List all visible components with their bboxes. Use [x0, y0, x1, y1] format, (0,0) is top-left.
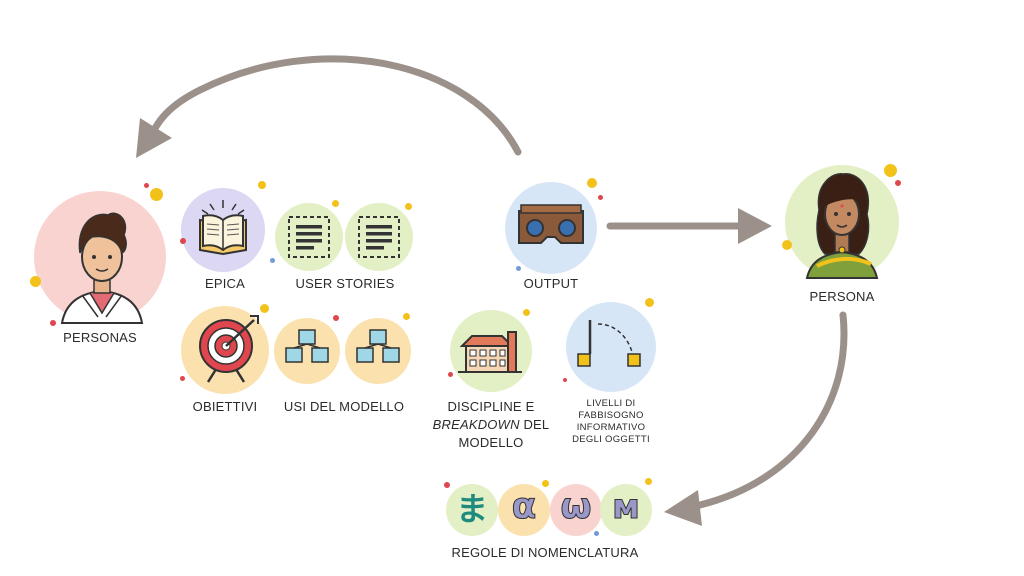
deco-dot — [645, 298, 654, 307]
cubes-icon — [285, 329, 329, 363]
discipline-label-line1: DISCIPLINE E — [447, 399, 535, 414]
livelli-label-line2: FABBISOGNO — [578, 410, 644, 421]
omega-glyph: ω — [560, 486, 592, 528]
deco-dot — [523, 309, 530, 316]
deco-dot — [587, 178, 597, 188]
regole-label: REGOLE DI NOMENCLATURA — [451, 545, 639, 560]
woman-avatar-icon — [805, 173, 879, 279]
glyph-circle-4 — [600, 484, 652, 536]
deco-dot — [645, 478, 652, 485]
deco-dot — [405, 203, 412, 210]
livelli-label-line4: DEGLI OGGETTI — [572, 434, 650, 445]
deco-dot — [594, 531, 599, 536]
user-stories-label: USER STORIES — [295, 276, 395, 291]
alpha-glyph: α — [511, 486, 537, 528]
vr-headset-icon — [518, 204, 584, 244]
livelli-label-line3: INFORMATIVO — [576, 422, 646, 433]
glyph-circle-3 — [550, 484, 602, 536]
deco-dot — [333, 315, 339, 321]
document-list-icon — [288, 216, 330, 258]
em-glyph: м — [612, 487, 641, 528]
epica-label: EPICA — [204, 276, 245, 291]
deco-dot — [884, 164, 897, 177]
open-book-icon — [199, 200, 247, 256]
cubes-icon — [356, 329, 400, 363]
usi-circle-2 — [345, 318, 411, 384]
factory-building-icon — [458, 331, 522, 373]
man-avatar-icon — [60, 212, 144, 324]
deco-dot — [180, 238, 186, 244]
document-list-icon — [358, 216, 400, 258]
deco-dot — [144, 183, 149, 188]
user-story-circle-1 — [275, 203, 343, 271]
glyph-circle-2 — [498, 484, 550, 536]
persona-to-regole-arrowhead — [664, 490, 702, 526]
deco-dot — [150, 188, 163, 201]
deco-dot — [258, 181, 266, 189]
target-arrow-icon — [199, 315, 259, 383]
hiragana-ma-glyph: ま — [455, 490, 488, 528]
discipline-line2-rest: DEL — [519, 417, 550, 432]
breakdown-italic-text: BREAKDOWN — [432, 417, 520, 432]
feedback-arc-arrow — [146, 55, 522, 156]
deco-dot — [516, 266, 521, 271]
usi-modello-label: USI DEL MODELLO — [283, 399, 405, 414]
glyph-circle-1 — [446, 484, 498, 536]
usi-circle-1 — [274, 318, 340, 384]
livelli-circle — [566, 302, 656, 392]
lod-graph-icon — [577, 320, 641, 367]
deco-dot — [270, 258, 275, 263]
output-to-persona-arrowhead — [738, 208, 772, 244]
discipline-label-line2: BREAKDOWN DEL — [426, 417, 556, 432]
deco-dot — [444, 482, 450, 488]
deco-dot — [542, 480, 549, 487]
livelli-label-line1: LIVELLI DI — [586, 398, 636, 409]
output-label: OUTPUT — [523, 276, 579, 291]
deco-dot — [180, 376, 185, 381]
deco-dot — [50, 320, 56, 326]
feedback-arc-arrowhead — [136, 118, 172, 158]
deco-dot — [782, 240, 792, 250]
deco-dot — [332, 200, 339, 207]
persona-label: PERSONA — [809, 289, 875, 304]
deco-dot — [895, 180, 901, 186]
deco-dot — [598, 195, 603, 200]
discipline-label-line3: MODELLO — [458, 435, 524, 450]
deco-dot — [563, 378, 567, 382]
deco-dot — [403, 313, 410, 320]
personas-label: PERSONAS — [63, 330, 137, 345]
deco-dot — [448, 372, 453, 377]
obiettivi-label: OBIETTIVI — [192, 399, 258, 414]
persona-to-regole-arrow — [696, 311, 848, 509]
deco-dot — [260, 304, 269, 313]
deco-dot — [30, 276, 41, 287]
user-story-circle-2 — [345, 203, 413, 271]
